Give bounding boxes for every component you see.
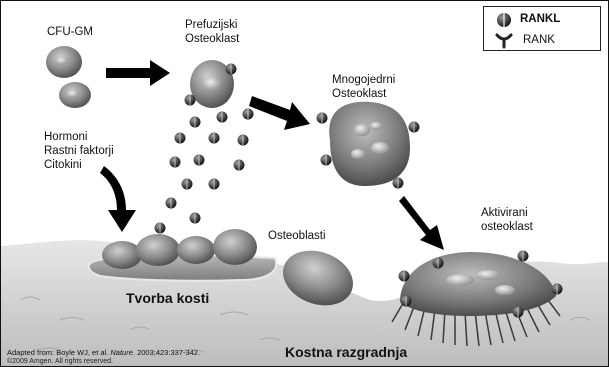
label-osteoblasts: Osteoblasti (268, 230, 326, 243)
label-factors-line1: Hormoni (44, 131, 87, 144)
label-factors-line2: Rastni faktorji (44, 145, 114, 158)
multinuclear-osteoclast-cell (329, 102, 410, 186)
legend-rank-label: RANK (523, 34, 555, 46)
legend-rankl-label: RANKL (520, 13, 560, 25)
label-multinuclear-line1: Mnogojedrni (332, 74, 395, 87)
label-prefusion-line1: Prefuzijski (185, 19, 237, 32)
label-cfu-gm: CFU-GM (47, 26, 93, 39)
label-factors-line3: Citokini (44, 159, 82, 172)
label-multinuclear-line2: Osteoklast (332, 88, 386, 101)
copyright-note: ©2009 Amgen. All rights reserved. (7, 358, 113, 366)
rankl-icon (497, 13, 511, 27)
label-activated-line2: osteoklast (481, 221, 533, 234)
legend: RANKL RANK (483, 6, 601, 51)
credit-journal: Nature (110, 348, 133, 357)
cfu-gm-cells (46, 46, 91, 108)
label-bone-formation: Tvorba kosti (126, 290, 209, 306)
source-credit: Adapted from: Boyle WJ, et al. Nature. 2… (7, 348, 200, 357)
credit-suffix: . 2003;423:337-342. (133, 348, 200, 357)
label-prefusion-line2: Osteoklast (185, 33, 239, 46)
label-bone-resorption: Kostna razgradnja (285, 344, 407, 360)
label-activated-line1: Aktivirani (481, 207, 528, 220)
credit-prefix: Adapted from: Boyle WJ, et al. (7, 348, 110, 357)
rank-icon (497, 35, 511, 47)
